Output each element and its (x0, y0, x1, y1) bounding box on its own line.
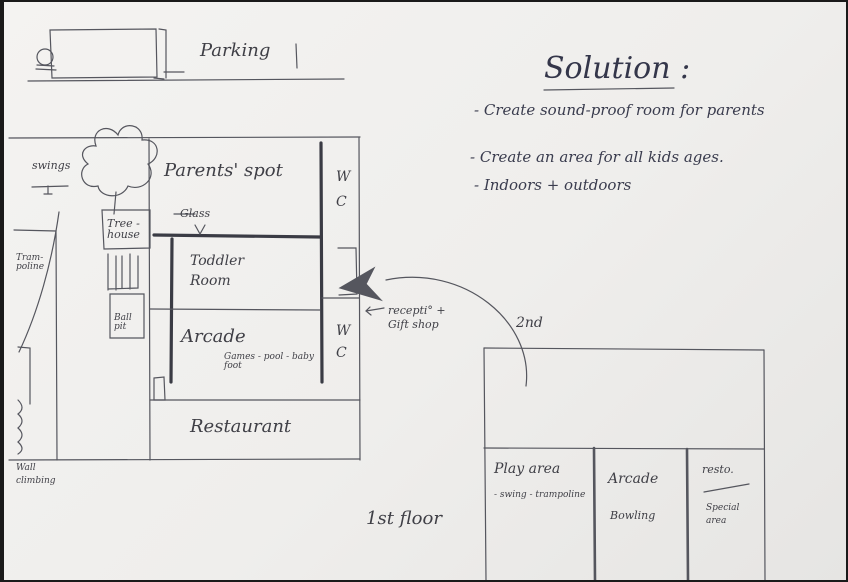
parking-area-drawing (27, 28, 345, 82)
resto-label: resto. (702, 463, 734, 476)
wc-top-label: W C (336, 169, 351, 211)
restaurant-label: Restaurant (190, 416, 292, 437)
play-area-label: Play area (494, 461, 561, 477)
first-floor-label: 1st floor (366, 508, 442, 529)
solution-item-2: - Create an area for all kids ages. (470, 148, 724, 166)
solution-title: Solution : (544, 51, 691, 86)
solution-item-1: - Create sound-proof room for parents (474, 101, 765, 119)
wall-climbing-label: Wall climbing (16, 463, 56, 486)
special-area-label: Special area (706, 503, 740, 526)
arcade-detail-label: Games - pool - baby foot (224, 352, 315, 371)
sketch-paper: Parking Solution : - Create sound-proof … (4, 2, 846, 580)
ball-pit-label: Ball pit (114, 313, 132, 332)
solution-item-3: - Indoors + outdoors (474, 176, 632, 194)
tree-house-label: Tree -house (107, 217, 140, 241)
swings-label: swings (32, 159, 71, 172)
wc-bottom-label: W C (336, 323, 351, 362)
parking-label: Parking (200, 40, 271, 61)
play-area-items-label: - swing - trampoline (494, 490, 586, 500)
trampoline-label: Tram-poline (16, 253, 45, 272)
second-floor-label: 2nd (516, 315, 543, 331)
pencil-sketch-lines (8, 28, 766, 580)
arcade-label: Arcade (181, 326, 246, 347)
toddler-room-label: Toddler Room (190, 253, 245, 289)
reception-gift-shop-label: recepti° + Gift shop (388, 304, 446, 332)
parents-spot-label: Parents' spot (164, 160, 283, 181)
upper-floor-building-drawing (483, 347, 766, 580)
bowling-label: Bowling (610, 509, 656, 522)
glass-label: Glass (180, 207, 211, 220)
upper-arcade-label: Arcade (608, 471, 659, 487)
ground-floor-plan-drawing (8, 125, 361, 461)
